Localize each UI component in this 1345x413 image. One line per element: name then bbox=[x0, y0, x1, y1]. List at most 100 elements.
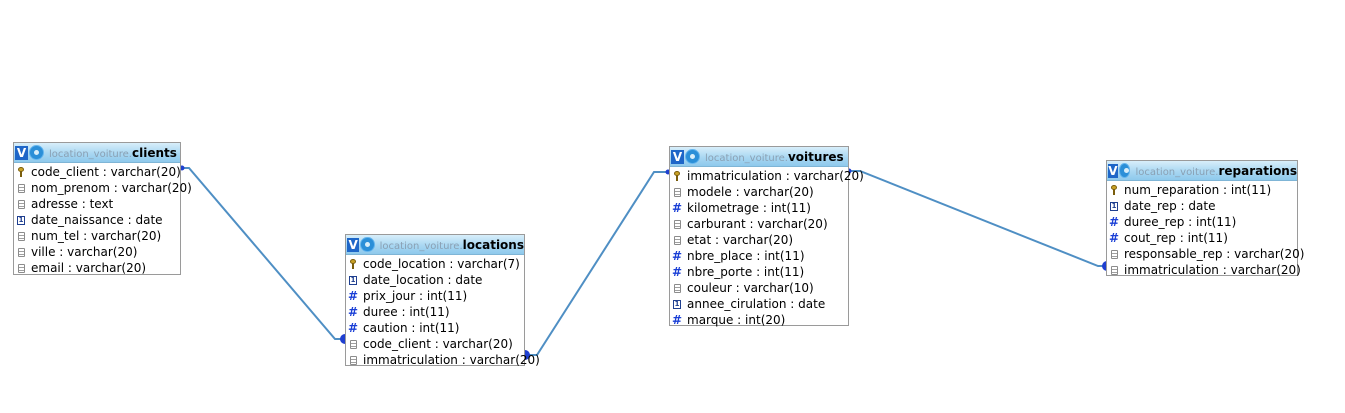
text-column-icon bbox=[672, 218, 682, 230]
table-reparations[interactable]: V location_voiture.reparations num_repar… bbox=[1106, 160, 1304, 278]
primary-key-icon bbox=[672, 170, 682, 182]
primary-key-icon bbox=[16, 166, 26, 178]
column-label: cout_rep : int(11) bbox=[1124, 231, 1228, 245]
column-row[interactable]: #duree_rep : int(11) bbox=[1107, 214, 1297, 230]
text-column-icon bbox=[1109, 248, 1119, 260]
text-column-icon bbox=[1109, 264, 1119, 276]
relation-endpoint-reparations bbox=[1102, 261, 1107, 271]
schema-name: location_voiture. bbox=[49, 148, 132, 160]
column-row[interactable]: immatriculation : varchar(20) bbox=[346, 352, 540, 368]
relation-endpoint-locations bbox=[340, 334, 345, 344]
primary-key-icon bbox=[348, 258, 358, 270]
numeric-column-icon: # bbox=[347, 321, 359, 335]
text-column-icon bbox=[16, 198, 26, 210]
table-title: location_voiture.reparations bbox=[1135, 164, 1297, 178]
column-row[interactable]: #marque : int(20) bbox=[670, 312, 848, 328]
table-header[interactable]: V location_voiture.clients bbox=[14, 143, 180, 163]
text-column-icon bbox=[672, 282, 682, 294]
column-label: prix_jour : int(11) bbox=[363, 289, 468, 303]
column-row[interactable]: modele : varchar(20) bbox=[670, 184, 848, 200]
text-column-icon bbox=[16, 182, 26, 194]
column-label: code_location : varchar(7) bbox=[363, 257, 520, 271]
column-row[interactable]: #nbre_place : int(11) bbox=[670, 248, 848, 264]
gear-icon[interactable] bbox=[686, 150, 699, 163]
schema-name: location_voiture. bbox=[705, 152, 788, 164]
table-name: reparations bbox=[1218, 163, 1297, 178]
column-label: kilometrage : int(11) bbox=[687, 201, 811, 215]
column-row[interactable]: # prix_jour : int(11) bbox=[346, 288, 524, 304]
column-row[interactable]: 1 annee_cirulation : date bbox=[670, 296, 848, 312]
date-column-icon: 1 bbox=[349, 275, 357, 285]
table-name: voitures bbox=[787, 149, 844, 164]
column-label: date_naissance : date bbox=[31, 213, 163, 227]
column-row[interactable]: etat : varchar(20) bbox=[670, 232, 848, 248]
view-icon[interactable]: V bbox=[671, 149, 684, 164]
column-row[interactable]: num_reparation : int(11) bbox=[1107, 182, 1297, 198]
view-icon[interactable]: V bbox=[15, 145, 28, 160]
table-clients[interactable]: V location_voiture.clients code_client :… bbox=[13, 142, 192, 276]
column-label: nbre_porte : int(11) bbox=[687, 265, 805, 279]
column-row[interactable]: num_tel : varchar(20) bbox=[14, 228, 180, 244]
numeric-column-icon: # bbox=[347, 289, 359, 303]
table-header[interactable]: V location_voiture.voitures bbox=[670, 147, 848, 167]
table-columns: immatriculation : varchar(20)modele : va… bbox=[670, 167, 864, 328]
column-label: nom_prenom : varchar(20) bbox=[31, 181, 192, 195]
text-column-icon bbox=[16, 262, 26, 274]
column-row[interactable]: code_client : varchar(20) bbox=[346, 336, 524, 352]
view-icon[interactable]: V bbox=[347, 237, 360, 252]
schema-name: location_voiture. bbox=[379, 240, 463, 252]
column-label: responsable_rep : varchar(20) bbox=[1124, 247, 1305, 261]
table-title: location_voiture.voitures bbox=[705, 150, 844, 164]
column-row[interactable]: #cout_rep : int(11) bbox=[1107, 230, 1297, 246]
gear-icon[interactable] bbox=[361, 238, 374, 251]
view-icon[interactable]: V bbox=[1108, 163, 1118, 178]
column-row[interactable]: nom_prenom : varchar(20) bbox=[14, 180, 192, 196]
numeric-column-icon: # bbox=[1108, 215, 1120, 229]
text-column-icon bbox=[348, 354, 358, 366]
column-row[interactable]: adresse : text bbox=[14, 196, 180, 212]
relation-clients-locations[interactable] bbox=[179, 165, 346, 345]
column-label: annee_cirulation : date bbox=[687, 297, 826, 311]
column-row[interactable]: # nbre_porte : int(11) bbox=[670, 264, 848, 280]
relation-locations-voitures[interactable] bbox=[525, 169, 671, 361]
column-label: couleur : varchar(10) bbox=[687, 281, 814, 295]
column-label: num_tel : varchar(20) bbox=[31, 229, 162, 243]
table-title: location_voiture.locations bbox=[380, 238, 524, 252]
column-row[interactable]: email : varchar(20) bbox=[14, 260, 180, 276]
date-column-icon: 1 bbox=[673, 299, 681, 309]
column-row[interactable]: ville : varchar(20) bbox=[14, 244, 180, 260]
column-row[interactable]: carburant : varchar(20) bbox=[670, 216, 848, 232]
numeric-column-icon: # bbox=[671, 201, 683, 215]
column-row[interactable]: couleur : varchar(10) bbox=[670, 280, 848, 296]
column-label: num_reparation : int(11) bbox=[1124, 183, 1272, 197]
table-locations[interactable]: V location_voiture.locations code_locati… bbox=[345, 234, 540, 368]
column-label: marque : int(20) bbox=[687, 313, 786, 327]
gear-icon[interactable] bbox=[1119, 164, 1130, 177]
numeric-column-icon: # bbox=[671, 265, 683, 279]
relation-voitures-reparations[interactable] bbox=[846, 168, 1108, 272]
column-row[interactable]: immatriculation : varchar(20) bbox=[670, 168, 864, 184]
column-row[interactable]: #duree : int(11) bbox=[346, 304, 524, 320]
column-label: immatriculation : varchar(20) bbox=[363, 353, 540, 367]
column-row[interactable]: code_location : varchar(7) bbox=[346, 256, 524, 272]
table-header[interactable]: V location_voiture.reparations bbox=[1107, 161, 1297, 181]
table-name: locations bbox=[462, 237, 524, 252]
numeric-column-icon: # bbox=[347, 305, 359, 319]
table-header[interactable]: V location_voiture.locations bbox=[346, 235, 524, 255]
column-row[interactable]: responsable_rep : varchar(20) bbox=[1107, 246, 1304, 262]
column-label: adresse : text bbox=[31, 197, 114, 211]
column-label: carburant : varchar(20) bbox=[687, 217, 828, 231]
table-voitures[interactable]: V location_voiture.voitures immatriculat… bbox=[669, 146, 864, 328]
table-name: clients bbox=[131, 145, 177, 160]
column-row[interactable]: #caution : int(11) bbox=[346, 320, 524, 336]
gear-icon[interactable] bbox=[30, 146, 43, 159]
column-row[interactable]: code_client : varchar(20) bbox=[14, 164, 181, 180]
column-row[interactable]: immatriculation : varchar(20) bbox=[1107, 262, 1301, 278]
column-row[interactable]: # kilometrage : int(11) bbox=[670, 200, 848, 216]
text-column-icon bbox=[672, 234, 682, 246]
